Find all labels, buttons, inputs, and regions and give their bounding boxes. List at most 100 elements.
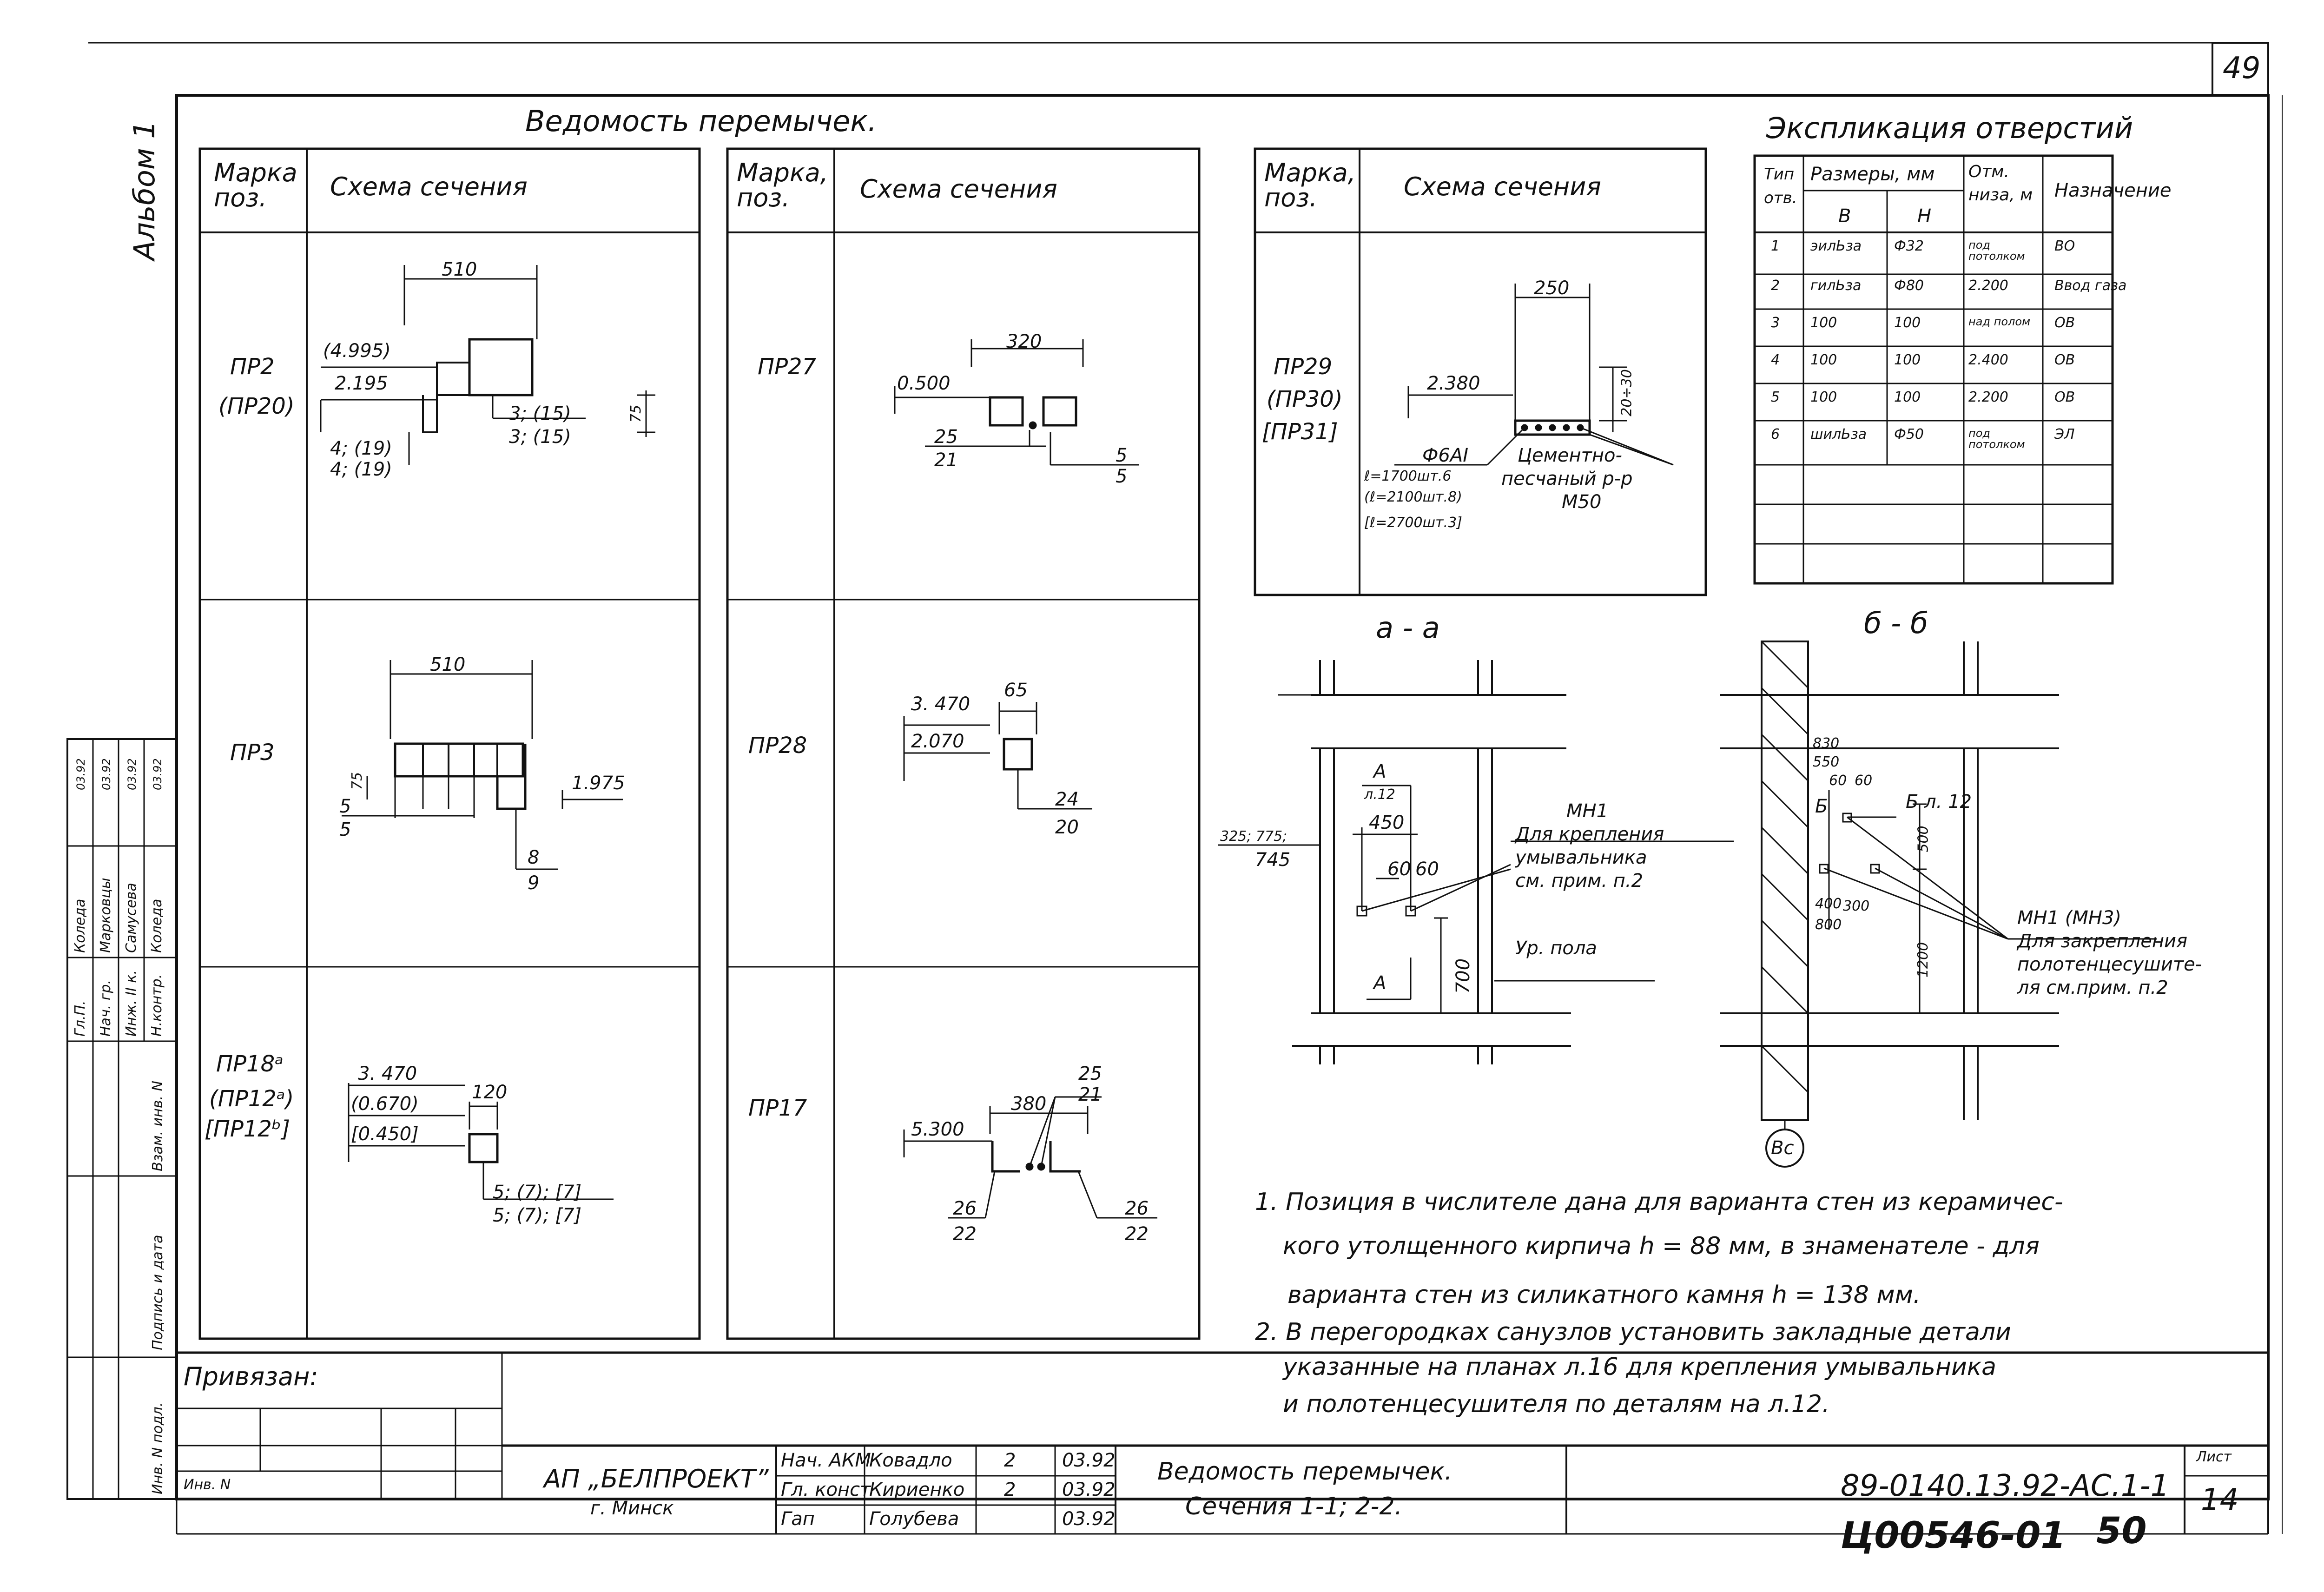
- staff-name: Голубева: [869, 1508, 959, 1530]
- dim-label: 3. 470: [358, 1063, 417, 1084]
- dim-label: 2.380: [1427, 373, 1480, 394]
- dim-label: 325; 775;: [1220, 828, 1287, 845]
- openings-cell: 2.200: [1968, 389, 2008, 405]
- dim-label: (4.995): [323, 340, 391, 362]
- strip-label-replace-inv: Взам. инв. N: [150, 1081, 166, 1171]
- dim-label: 25: [1078, 1063, 1102, 1084]
- openings-header: Назначение: [2054, 180, 2172, 201]
- openings-header: В: [1838, 205, 1851, 227]
- dim-label: А: [1373, 972, 1386, 994]
- mark-pr29: ПР29: [1274, 354, 1333, 380]
- openings-cell: ЭЛ: [2054, 426, 2075, 443]
- staff-name: Кириенко: [869, 1479, 965, 1500]
- mortar-label: М50: [1562, 491, 1602, 513]
- dim-label: л.12: [1364, 786, 1395, 803]
- dim-label: 5; (7); [7]: [493, 1182, 582, 1203]
- openings-cell: под потолком: [1968, 238, 2025, 263]
- mark-pr17: ПР17: [748, 1095, 807, 1121]
- approval-role: Инж. II к.: [123, 970, 139, 1037]
- strip-label-sign-date: Подпись и дата: [150, 1235, 166, 1351]
- sheet-number-top: 49: [2223, 51, 2261, 86]
- dim-label: 500: [1915, 826, 1932, 852]
- approval-role: Нач. гр.: [98, 979, 114, 1037]
- dim-label: 9: [528, 872, 540, 894]
- dim-label: 25: [934, 426, 958, 448]
- staff-date: 03.92: [1062, 1508, 1116, 1530]
- dim-label: 300: [1843, 898, 1870, 914]
- dim-label: 5: [1116, 445, 1128, 466]
- dim-label: 800: [1815, 917, 1842, 933]
- dim-label: 20÷30: [1618, 369, 1635, 416]
- approval-name: Коледа: [72, 898, 88, 953]
- openings-cell: над полом: [1968, 315, 2031, 328]
- openings-cell: 2: [1771, 277, 1780, 294]
- dim-label: 450: [1369, 812, 1405, 833]
- approval-name: Коледа: [149, 898, 165, 953]
- dim-label: 2.070: [911, 731, 964, 752]
- openings-cell: 4: [1771, 352, 1780, 368]
- dim-label: 5: [1116, 466, 1128, 487]
- staff-role: Гл. конст: [781, 1479, 871, 1500]
- openings-cell: ОВ: [2054, 352, 2075, 368]
- openings-cell: 1: [1771, 238, 1780, 254]
- mark-pr27: ПР27: [758, 354, 817, 380]
- sheet-label: Лист: [2196, 1449, 2232, 1465]
- embed-note: см. прим. п.2: [1515, 870, 1644, 892]
- org-name: АП „БЕЛПРОЕКТ”: [544, 1464, 769, 1493]
- dim-label: 22: [1125, 1223, 1149, 1245]
- col-mark-header-left: Марка поз.: [214, 158, 297, 212]
- dim-label: 510: [442, 259, 477, 280]
- openings-cell: Ф50: [1894, 426, 1924, 443]
- dim-label: 1.975: [572, 773, 625, 794]
- staff-role: Нач. АКМ: [781, 1450, 871, 1471]
- approval-name: Марковцы: [98, 878, 114, 953]
- openings-header: Н: [1917, 205, 1932, 227]
- dim-label: ℓ=1700шт.6: [1364, 468, 1452, 484]
- dim-label: 1200: [1915, 942, 1932, 978]
- dim-label: 510: [430, 654, 466, 675]
- dim-label: [0.450]: [351, 1123, 419, 1145]
- note-line: 2. В перегородках санузлов установить за…: [1255, 1318, 2011, 1346]
- dim-label: 0.500: [897, 373, 951, 394]
- note-line: указанные на планах л.16 для крепления у…: [1283, 1353, 1997, 1381]
- dim-label: 20: [1055, 817, 1079, 838]
- dim-label: 8: [528, 847, 540, 868]
- mark-pr12a: (ПР12ᵃ): [209, 1086, 294, 1112]
- album-label: Альбом 1: [127, 120, 161, 260]
- openings-cell: под потолком: [1968, 427, 2025, 451]
- col-mark-header-mid: Марка, поз.: [737, 158, 828, 212]
- approval-role: Гл.П.: [72, 1000, 88, 1037]
- col-scheme-header-mid: Схема сечения: [860, 174, 1057, 204]
- dim-label: 120: [472, 1082, 508, 1103]
- openings-cell: гилЬза: [1810, 277, 1862, 294]
- dim-label: 380: [1011, 1093, 1047, 1115]
- mark-pr3: ПР3: [230, 740, 275, 766]
- dim-label: 65: [1004, 680, 1028, 701]
- openings-header: Тип отв.: [1764, 165, 1797, 207]
- dim-label: 21: [934, 449, 958, 471]
- embed-note: Для закрепления: [2017, 931, 2188, 952]
- openings-cell: 100: [1894, 352, 1921, 368]
- openings-title: Экспликация отверстий: [1766, 111, 2133, 145]
- dim-label: Ф6АI: [1422, 445, 1469, 466]
- dim-label: 5: [339, 819, 351, 840]
- embed-part-mark: МН1 (МН3): [2017, 907, 2122, 929]
- openings-cell: 2.400: [1968, 352, 2008, 368]
- openings-cell: шилЬза: [1810, 426, 1867, 443]
- dim-label: 400: [1815, 896, 1842, 912]
- approval-date: 03.92: [151, 758, 164, 790]
- dim-label: 26: [1125, 1198, 1149, 1219]
- dim-label: 700: [1452, 958, 1474, 994]
- col-scheme-header-left: Схема сечения: [330, 172, 528, 201]
- openings-cell: Ф80: [1894, 277, 1924, 294]
- dim-label: (0.670): [351, 1093, 419, 1115]
- openings-cell: эилЬза: [1810, 238, 1862, 254]
- axis-marker: Вс: [1771, 1137, 1794, 1159]
- openings-cell: 5: [1771, 389, 1780, 405]
- openings-cell: 3: [1771, 315, 1780, 331]
- doc-title: Ведомость перемычек.: [1157, 1458, 1452, 1486]
- approval-date: 03.92: [100, 758, 113, 790]
- doc-code: 89-0140.13.92-АС.1-1: [1841, 1469, 2170, 1503]
